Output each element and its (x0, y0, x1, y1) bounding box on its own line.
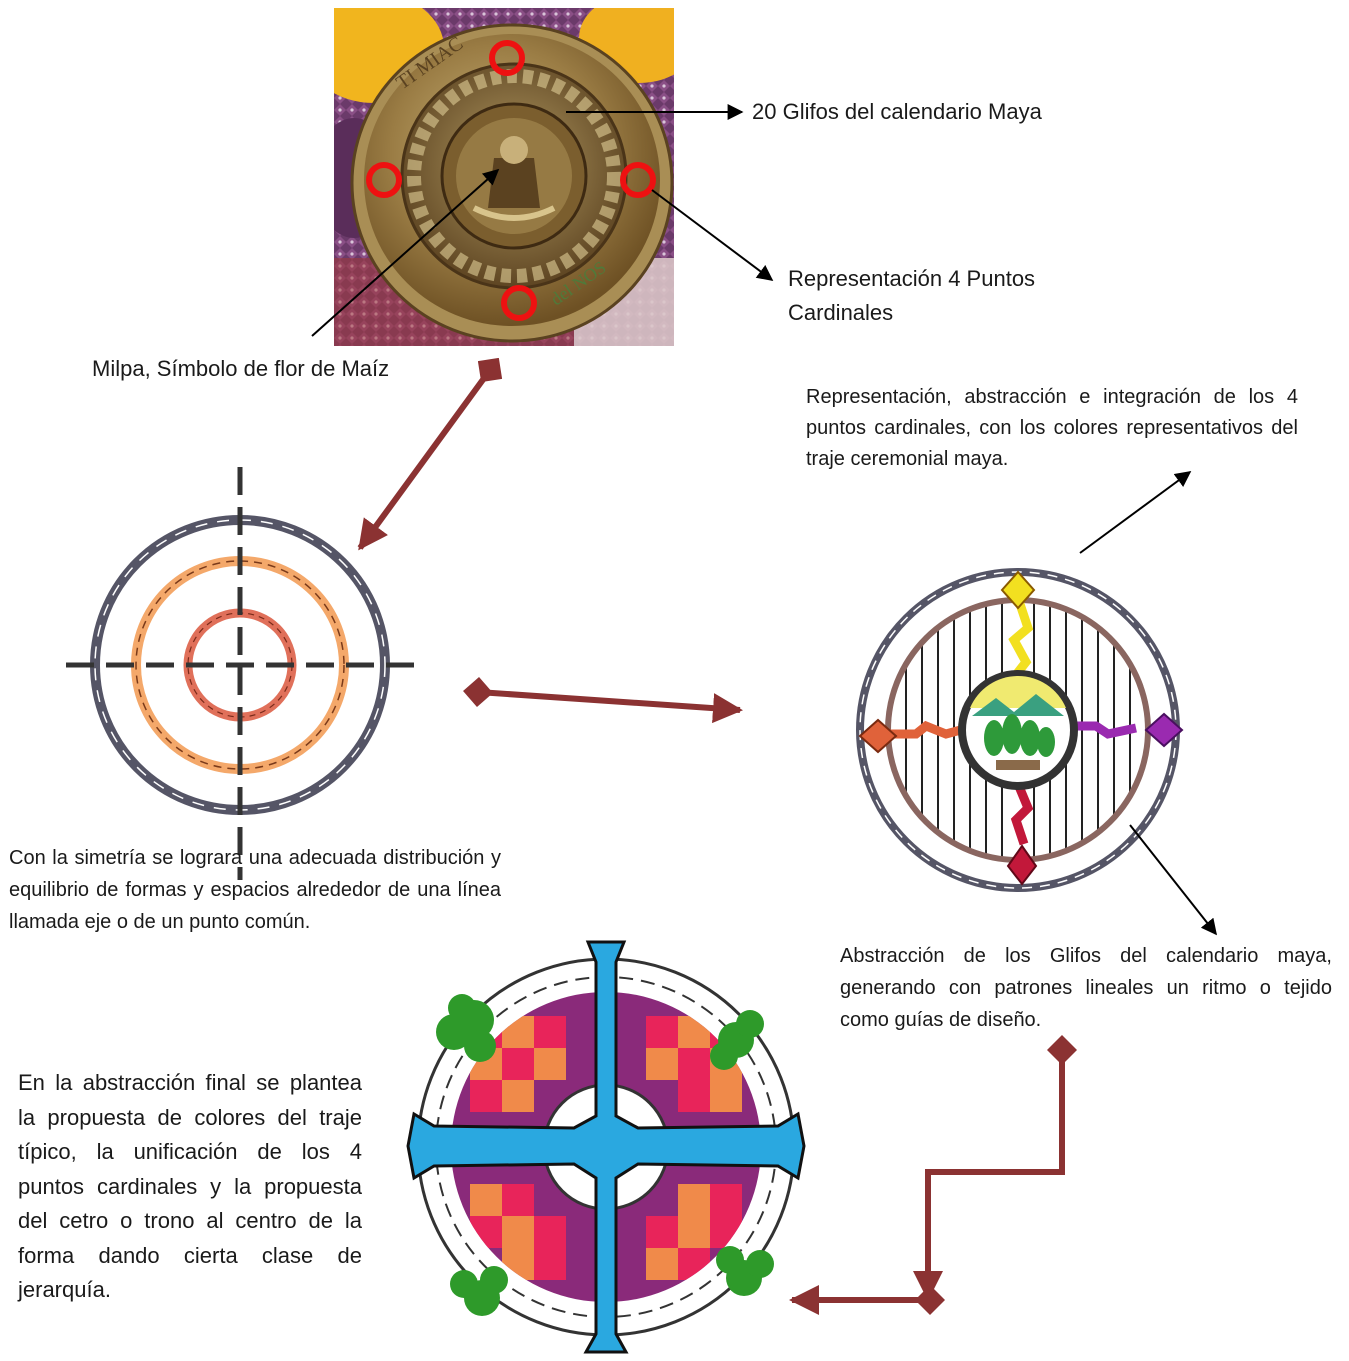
connector-symmetry-to-cardinal (478, 692, 740, 710)
arrow-cardinales (652, 190, 772, 280)
symmetry-note: Con la simetría se lograra una adecuada … (9, 842, 501, 938)
arrow-milpa (312, 170, 498, 336)
connector-arrows (360, 370, 1062, 1300)
arrow-representacion (1080, 472, 1190, 553)
glifos-label: 20 Glifos del calendario Maya (752, 95, 1042, 129)
pointer-arrows (312, 112, 1216, 934)
milpa-label: Milpa, Símbolo de flor de Maíz (92, 352, 389, 386)
representation-note: Representación, abstracción e integració… (806, 382, 1298, 475)
glyph-abstraction-note: Abstracción de los Glifos del calendario… (840, 940, 1332, 1036)
connector-photo-to-symmetry (360, 370, 490, 548)
final-abstraction-note: En la abstracción final se plantea la pr… (18, 1066, 362, 1308)
cardinal-points-label: Representación 4 Puntos Cardinales (788, 262, 1128, 330)
arrow-abstraccion-glifos (1130, 825, 1216, 934)
connector-cardinal-to-final (928, 1050, 1062, 1298)
